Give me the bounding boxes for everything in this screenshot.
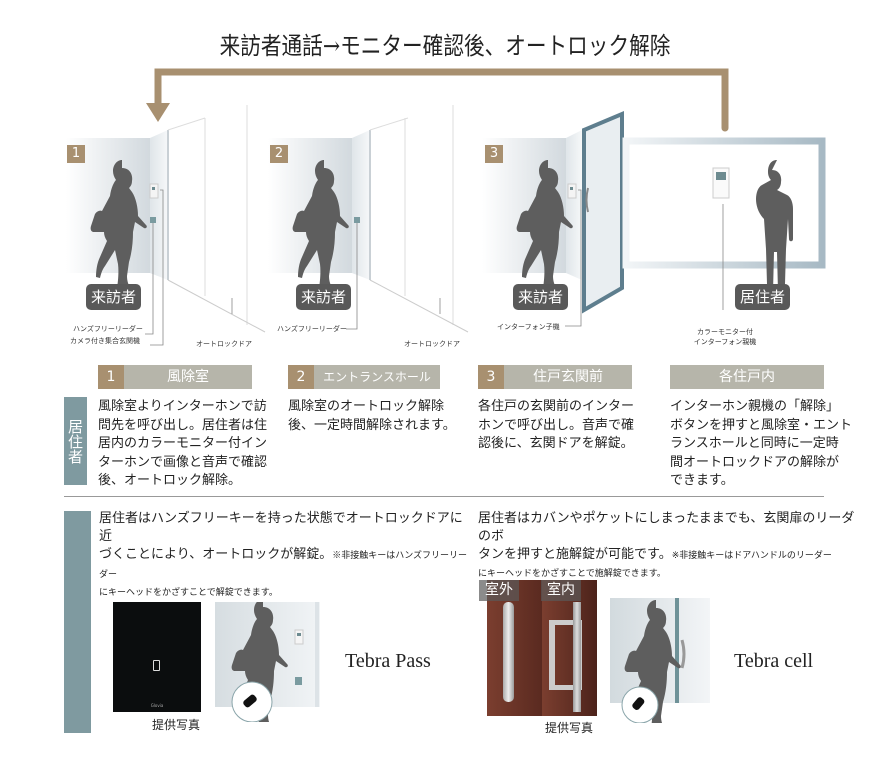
desc-line: 後、オートロック解除。 <box>98 473 242 488</box>
feature-line: 居住者はハンズフリーキーを持った状態でオートロックドアに近 <box>99 511 463 544</box>
callout-intercom-master: インターフォン親機 <box>693 338 757 346</box>
photo-label-inside: 室内 <box>541 580 581 601</box>
callout-color-monitor: カラーモニター付 <box>697 328 753 336</box>
section-header-vestibule: 1 風除室 <box>98 365 252 389</box>
key-fob-icon <box>243 694 257 708</box>
desc-line: 各住戸の玄関前のインター <box>478 399 635 414</box>
feature-description-tebra-pass: 居住者はハンズフリーキーを持った状態でオートロックドアに近 づくことにより、オー… <box>99 510 469 602</box>
callout-handsfree-reader: ハンズフリーリーダー <box>277 325 347 333</box>
callout-handsfree-reader: ハンズフリーリーダー <box>73 325 143 333</box>
callout-autolock-door: オートロックドア <box>196 340 252 348</box>
divider <box>64 496 824 497</box>
scene-number-badge: 1 <box>67 145 85 163</box>
section-header-unit-entrance: 3 住戸玄関前 <box>478 365 632 389</box>
product-name: Tebra Pass <box>345 650 431 672</box>
photo-caption: 提供写真 <box>152 718 201 732</box>
section-number: 2 <box>288 365 314 389</box>
desc-line: 問先を呼び出し。居住者は住 <box>98 417 268 433</box>
logo: Glovia <box>150 703 164 708</box>
desc-line: 居内のカラーモニター付イン <box>98 436 268 451</box>
tebra-cell-illustration <box>610 598 710 723</box>
key-fob-icon <box>632 697 645 710</box>
outside-handle <box>503 602 514 702</box>
desc-line: 風除室よりインターホンで訪 <box>98 399 267 414</box>
scene-number-badge: 2 <box>270 145 288 163</box>
section-description-entrance-hall: 風除室のオートロック解除 後、一定時間解除されます。 <box>288 398 468 435</box>
role-label-visitor: 来訪者 <box>513 284 568 310</box>
desc-line: ボタンを押すと風除室・エント <box>670 417 853 433</box>
flow-arrow-icon <box>146 68 729 132</box>
section-description-unit-entrance: 各住戸の玄関前のインター ホンで呼び出し。音声で確 認後に、玄関ドアを解錠。 <box>478 398 658 454</box>
feature-note: ※非接触キーはドアハンドルのリーダー <box>671 551 832 561</box>
scene-illustration <box>66 105 826 346</box>
callout-intercom-handset: インターフォン子機 <box>497 323 560 331</box>
desc-line: ホンで呼び出し。音声で確 <box>478 417 635 433</box>
feature-note: ※非接触キーはハンズフリーリーダー <box>99 551 468 580</box>
role-label-visitor: 来訪者 <box>86 284 141 310</box>
desc-line: ランスホールと同時に一定時 <box>670 436 839 451</box>
desc-line: 風除室のオートロック解除 <box>288 399 445 414</box>
page-title: 来訪者通話→モニター確認後、オートロック解除 <box>219 32 671 60</box>
desc-line: できます。 <box>670 473 734 488</box>
callout-camera-entrance-panel: カメラ付き集合玄関機 <box>70 337 140 345</box>
section-description-in-unit: インターホン親機の「解除」 ボタンを押すと風除室・エント ランスホールと同時に一… <box>670 398 860 491</box>
section-title: 風除室 <box>167 369 209 385</box>
section-header-entrance-hall: 2 エントランスホール <box>288 365 440 389</box>
card-icon <box>153 660 160 671</box>
inside-lock-plate <box>573 602 581 712</box>
scene-number-badge: 3 <box>485 145 503 163</box>
role-label-resident: 居住者 <box>735 284 790 310</box>
desc-line: 後、一定時間解除されます。 <box>288 417 456 433</box>
feature-description-tebra-cell: 居住者はカバンやポケットにしまったままでも、玄関扉のリーダのボ タンを押すと施解… <box>478 510 858 583</box>
photo-label-outside: 室外 <box>479 580 519 601</box>
product-name: Tebra cell <box>734 650 814 672</box>
photo-caption: 提供写真 <box>545 721 594 735</box>
section-number: 1 <box>98 365 124 389</box>
callout-autolock-door: オートロックドア <box>404 340 460 348</box>
desc-line: 間オートロックドアの解除が <box>670 454 840 470</box>
handsfree-reader-photo: Glovia <box>113 602 201 712</box>
role-label-visitor: 来訪者 <box>296 284 351 310</box>
feature-line: 居住者はカバンやポケットにしまったままでも、玄関扉のリーダのボ <box>478 511 855 544</box>
door-handle-photo: 室外 室内 <box>479 580 597 716</box>
feature-note: にキーヘッドをかざすことで施解錠できます。 <box>478 569 666 579</box>
side-bar-features <box>64 511 91 733</box>
section-title: 住戸玄関前 <box>533 369 603 385</box>
feature-line: タンを押すと施解錠が可能です。 <box>478 547 672 562</box>
feature-line: づくことにより、オートロックが解錠。 <box>99 547 333 562</box>
desc-line: 認後に、玄関ドアを解錠。 <box>478 436 634 451</box>
desc-line: ターホンで画像と音声で確認 <box>98 454 268 470</box>
side-tab-resident: 居住者 <box>64 397 87 485</box>
section-title: 各住戸内 <box>719 369 775 385</box>
section-description-vestibule: 風除室よりインターホンで訪 問先を呼び出し。居住者は住 居内のカラーモニター付イ… <box>98 398 288 491</box>
desc-line: インターホン親機の「解除」 <box>670 399 840 414</box>
section-number: 3 <box>478 365 504 389</box>
tebra-pass-illustration <box>215 602 320 722</box>
section-title: エントランスホール <box>323 370 431 384</box>
feature-note: にキーヘッドをかざすことで解錠できます。 <box>99 588 278 598</box>
section-header-in-unit: 各住戸内 <box>670 365 824 389</box>
